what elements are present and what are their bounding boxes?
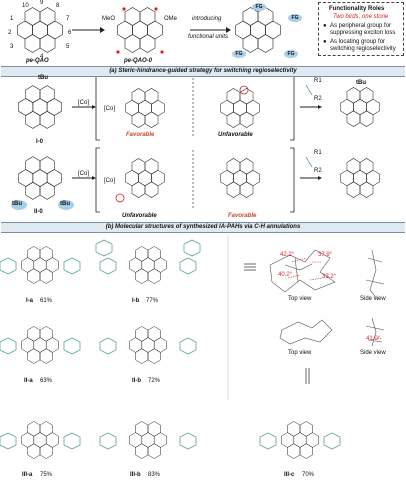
roles-title: Functionality Roles <box>329 6 385 12</box>
catalyst-label: [Co] <box>78 100 90 106</box>
compound-name: III-a <box>22 472 33 478</box>
atom-number: 9 <box>40 0 44 6</box>
catalyst-label: [Co] <box>78 171 90 177</box>
view-label: Top view <box>288 350 312 356</box>
bullet-icon: ● <box>323 39 327 45</box>
functionality-roles-box: Functionality Roles Two birds, one stone… <box>318 2 404 56</box>
view-label: Side view <box>360 350 386 356</box>
substituent-label: R1 <box>314 150 322 156</box>
section-b-header: (b) Molecular structures of synthesized … <box>1 222 405 233</box>
angle-label: 41.0° <box>366 336 381 342</box>
angle-label: 42.2° <box>280 252 295 258</box>
compound-name: II-b <box>132 378 141 384</box>
atom-number: 10 <box>22 3 29 9</box>
methoxy-label: OMe <box>164 16 178 22</box>
arrow-label: introducing <box>192 16 222 22</box>
compound-yield: 72% <box>148 378 161 384</box>
methoxy-label: MeO <box>102 16 116 22</box>
unfavorable-label: Unfavorable <box>218 132 253 138</box>
compound-yield: 83% <box>148 472 161 478</box>
unfavorable-label: Unfavorable <box>122 213 157 219</box>
atom-number: 5 <box>66 44 70 50</box>
substituent-label: R2 <box>314 168 322 174</box>
view-label: Side view <box>360 296 386 302</box>
tbu-label: tBu <box>12 201 22 207</box>
bullet-icon: ● <box>323 23 327 29</box>
molecule-label: pe-QAO <box>26 58 49 64</box>
compound-yield: 70% <box>302 472 315 478</box>
favorable-label: Favorable <box>228 213 257 219</box>
functional-group-badge: FG <box>288 14 302 22</box>
compound-yield: 77% <box>146 298 159 304</box>
functional-group-badge: FG <box>232 50 246 58</box>
angle-label: 37.9° <box>318 252 333 258</box>
substituent-label: R1 <box>314 78 322 84</box>
atom-number: 6 <box>68 30 72 36</box>
role-text: switching regioselectivity <box>330 46 396 52</box>
role-text: As peripheral group for <box>330 23 392 29</box>
compound-name: II-a <box>24 378 33 384</box>
atom-number: 4 <box>40 54 44 60</box>
tbu-label: tBu <box>38 75 48 81</box>
compound-yield: 63% <box>40 378 53 384</box>
compound-yield: 61% <box>40 298 53 304</box>
roles-subtitle: Two birds, one stone <box>333 14 389 20</box>
compound-name: III-b <box>130 472 141 478</box>
compound-label: II-0 <box>34 209 43 215</box>
functional-group-badge: FG <box>252 3 266 11</box>
atom-number: 8 <box>56 3 60 9</box>
section-a-title: (a) Steric-hindrance-guided strategy for… <box>109 68 297 74</box>
atom-number: 1 <box>10 16 14 22</box>
cobalt-label: [Co] <box>104 178 116 184</box>
compound-yield: 75% <box>40 472 53 478</box>
section-a-header: (a) Steric-hindrance-guided strategy for… <box>1 66 405 77</box>
tbu-label: tBu <box>60 201 70 207</box>
compound-name: III-c <box>284 472 295 478</box>
functional-group-badge: FG <box>284 50 298 58</box>
role-text: As locating group for <box>330 39 386 45</box>
section-b-title: (b) Molecular structures of synthesized … <box>105 224 301 230</box>
arrow-label: functional units <box>188 34 229 40</box>
angle-label: 40.2° <box>278 272 293 278</box>
favorable-label: Favorable <box>126 132 155 138</box>
molecule-label: pe-QAO-0 <box>124 58 153 64</box>
view-label: Top view <box>288 296 312 302</box>
tbu-label: tBu <box>356 80 366 86</box>
compound-label: I-0 <box>36 139 44 145</box>
atom-number: 3 <box>10 44 14 50</box>
atom-number: 7 <box>66 16 70 22</box>
angle-label: 33.2° <box>322 274 337 280</box>
cobalt-label: [Co] <box>104 106 116 112</box>
compound-name: I-a <box>26 298 34 304</box>
substituent-label: R2 <box>314 96 322 102</box>
atom-number: 2 <box>8 30 12 36</box>
role-text: suppressing exciton loss <box>330 30 396 36</box>
compound-name: I-b <box>132 298 140 304</box>
